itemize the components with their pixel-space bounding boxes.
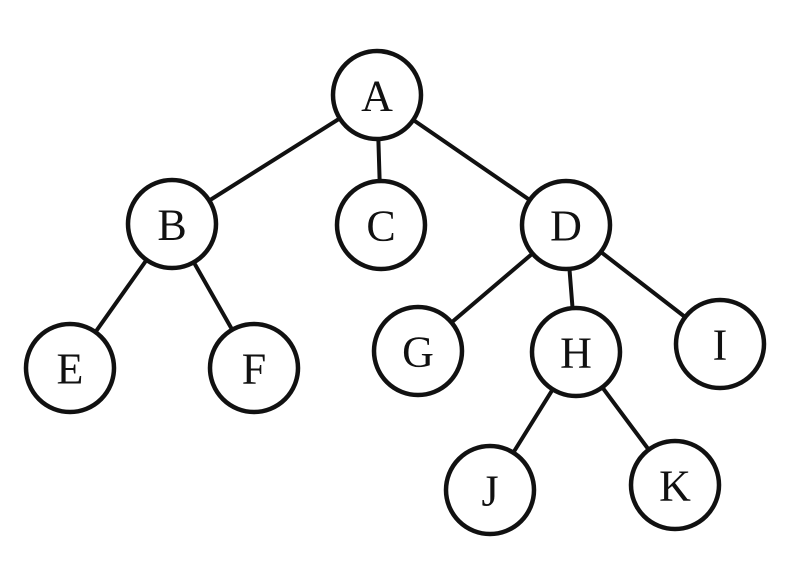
node-circle [519,178,613,272]
tree-nodes: A B C D E F G H I J K [23,48,767,537]
node-label: D [550,202,582,251]
node-circle [23,321,117,415]
node-c: C [334,178,428,272]
node-g: G [371,304,465,398]
node-circle [334,178,428,272]
node-circle [371,304,465,398]
node-circle [673,297,767,391]
node-label: I [713,321,728,370]
node-circle [529,305,623,399]
node-circle [443,443,537,537]
node-circle [207,321,301,415]
node-j: J [443,443,537,537]
node-label: E [57,345,84,394]
node-circle [125,177,219,271]
node-label: G [402,328,434,377]
node-label: C [366,202,395,251]
node-i: I [673,297,767,391]
node-f: F [207,321,301,415]
node-label: H [560,329,592,378]
node-d: D [519,178,613,272]
node-circle [628,438,722,532]
tree-edges [68,93,722,492]
node-b: B [125,177,219,271]
node-label: J [481,467,498,516]
node-label: A [361,72,393,121]
node-label: F [242,345,266,394]
node-h: H [529,305,623,399]
node-circle [330,48,424,142]
node-label: K [659,462,691,511]
node-e: E [23,321,117,415]
node-label: B [157,201,186,250]
node-a: A [330,48,424,142]
node-k: K [628,438,722,532]
